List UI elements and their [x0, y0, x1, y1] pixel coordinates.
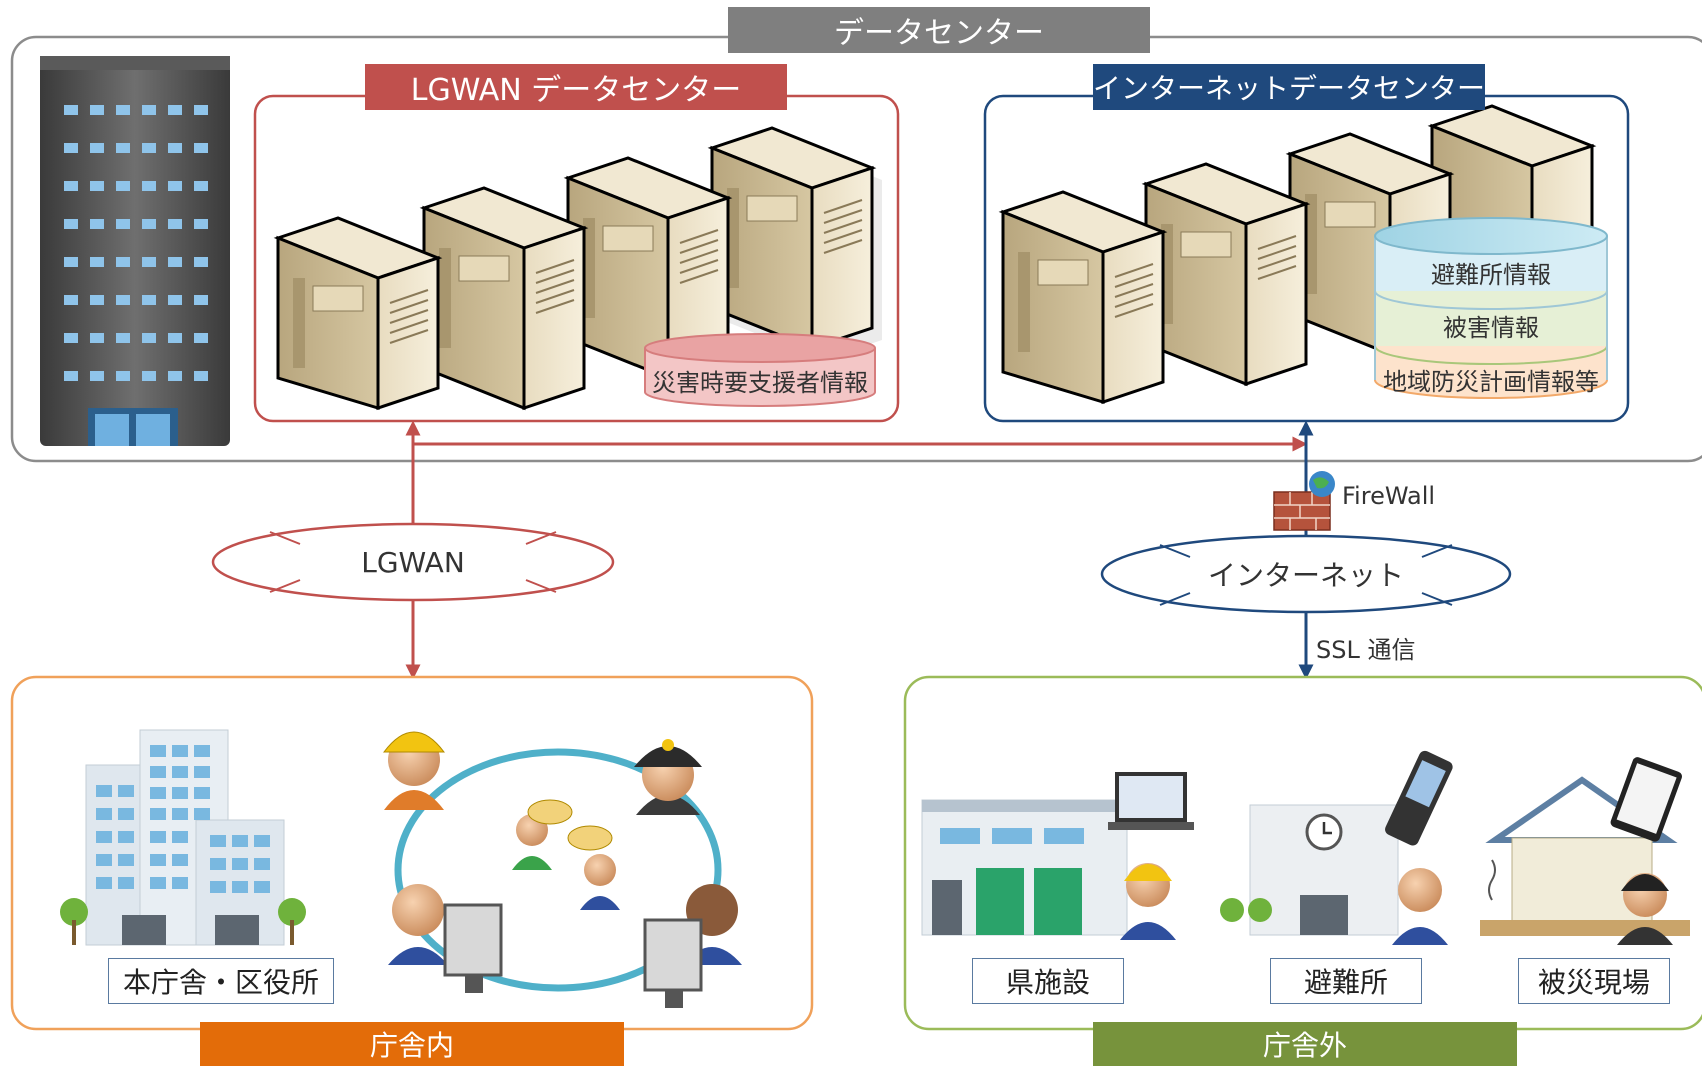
shelter-label: 避難所 [1270, 958, 1422, 1004]
inside-title: 庁舎内 [200, 1022, 624, 1066]
internet-datacenter-title: インターネットデータセンター [1093, 64, 1485, 110]
firewall-icon [1273, 471, 1335, 531]
outside-title: 庁舎外 [1093, 1022, 1517, 1066]
disaster-site-label: 被災現場 [1518, 958, 1670, 1004]
city-hall-building-icon [60, 729, 306, 946]
city-hall-label: 本庁舎・区役所 [108, 958, 334, 1004]
computer-monitor-icon [443, 903, 503, 993]
computer-monitor-icon [643, 918, 703, 1008]
lgwan-network-ellipse [211, 522, 615, 602]
prefectural-facility-icon [921, 772, 1194, 940]
firewall-label: FireWall [1342, 482, 1436, 510]
lgwan-database-label: 災害時要支援者情報 [652, 368, 868, 397]
internet-database-stack [1374, 217, 1608, 399]
disaster-plan-info-label: 地域防災計画情報等 [1383, 367, 1599, 396]
data-center-title: データセンター [728, 7, 1150, 53]
shelter-info-label: 避難所情報 [1431, 260, 1551, 289]
lgwan-network-label: LGWAN [361, 545, 465, 579]
internet-network-ellipse [1100, 534, 1512, 614]
internet-network-label: インターネット [1207, 559, 1404, 592]
prefectural-facility-label: 県施設 [972, 958, 1124, 1004]
staff-collaboration-icon [382, 731, 742, 1008]
data-center-building-icon [40, 56, 230, 446]
disaster-site-house-icon [1480, 757, 1690, 945]
lgwan-database-cylinder [644, 333, 876, 407]
shelter-school-icon [1220, 750, 1453, 945]
lgwan-servers-icon [273, 126, 882, 411]
tablet-icon [1610, 757, 1682, 842]
ssl-label: SSL 通信 [1316, 636, 1416, 664]
mobile-phone-icon [1385, 750, 1453, 846]
damage-info-label: 被害情報 [1443, 313, 1539, 342]
lgwan-datacenter-title: LGWAN データセンター [365, 64, 787, 110]
laptop-icon [1108, 772, 1194, 830]
